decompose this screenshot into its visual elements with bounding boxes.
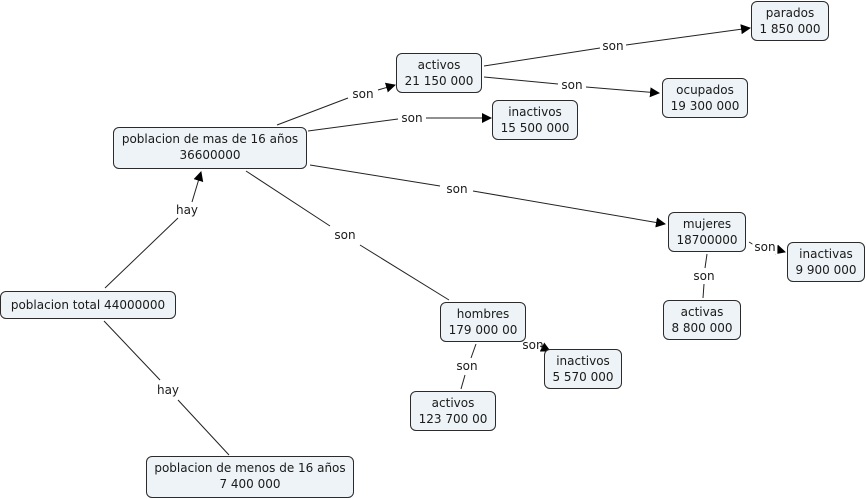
node-inactivos-hombres[interactable]: inactivos 5 570 000: [544, 349, 622, 389]
node-label: activos: [431, 396, 475, 410]
node-label: mujeres: [682, 217, 732, 231]
node-activas[interactable]: activas 8 800 000: [663, 300, 741, 340]
connector-mas16-to-activos-b: [377, 82, 396, 93]
connector-mas16-to-activos-a: [276, 97, 349, 126]
link-label-son: son: [444, 182, 470, 196]
connector-activos-to-ocupados-b: [585, 86, 660, 98]
connector-mujeres-to-activas-b: [702, 283, 705, 299]
node-value: 8 800 000: [671, 321, 733, 335]
link-label-son: son: [600, 39, 626, 53]
node-value: 5 570 000: [552, 370, 614, 384]
node-label: poblacion total 44000000: [10, 298, 166, 312]
node-poblacion-mas-16[interactable]: poblacion de mas de 16 años 36600000: [113, 127, 307, 169]
node-value: 21 150 000: [404, 74, 474, 88]
node-label: poblacion de mas de 16 años: [121, 132, 299, 146]
node-label: activos: [417, 58, 461, 72]
connector-mas16-to-hombres-b: [359, 244, 450, 301]
node-poblacion-total[interactable]: poblacion total 44000000: [0, 291, 176, 319]
link-label-son: son: [752, 240, 778, 254]
connector-total-to-menos16-b: [177, 399, 230, 456]
connector-mas16-to-mujeres-a: [309, 164, 441, 187]
node-value: 123 700 00: [418, 412, 488, 426]
connector-mas16-to-inactivos-a: [307, 118, 399, 132]
node-value: 18700000: [676, 233, 738, 247]
node-poblacion-menos-16[interactable]: poblacion de menos de 16 años 7 400 000: [146, 456, 354, 498]
node-value: 179 000 00: [448, 323, 518, 337]
node-mujeres[interactable]: mujeres 18700000: [668, 212, 746, 252]
node-hombres[interactable]: hombres 179 000 00: [440, 302, 526, 342]
connector-hombres-to-activos-b: [460, 374, 466, 390]
node-label: poblacion de menos de 16 años: [154, 461, 346, 475]
node-activos[interactable]: activos 21 150 000: [396, 53, 482, 93]
link-label-son: son: [691, 269, 717, 283]
node-label: inactivos: [508, 105, 562, 119]
connector-activos-to-ocupados-a: [483, 76, 559, 85]
connector-mas16-to-mujeres-b: [472, 190, 666, 228]
link-label-son: son: [350, 87, 376, 101]
node-value: 1 850 000: [759, 22, 821, 36]
connector-total-to-menos16-a: [103, 320, 161, 381]
connector-hombres-to-activos-a: [470, 343, 477, 359]
node-ocupados[interactable]: ocupados 19 300 000: [662, 78, 748, 118]
connector-total-to-mas16-a: [104, 217, 179, 289]
node-value: 36600000: [179, 148, 241, 162]
node-value: 19 300 000: [670, 99, 740, 113]
node-value: 15 500 000: [500, 121, 570, 135]
connector-activos-to-parados-a: [483, 47, 601, 67]
node-value: 9 900 000: [795, 263, 857, 277]
node-inactivos[interactable]: inactivos 15 500 000: [492, 100, 578, 140]
connector-mas16-to-hombres-a: [245, 170, 331, 227]
link-label-son: son: [399, 111, 425, 125]
node-label: inactivos: [556, 354, 610, 368]
link-label-son: son: [559, 78, 585, 92]
node-label: hombres: [456, 307, 510, 321]
connector-activos-to-parados-b: [625, 24, 751, 46]
node-label: inactivas: [799, 247, 853, 261]
node-label: ocupados: [676, 83, 734, 97]
node-activos-hombres[interactable]: activos 123 700 00: [410, 391, 496, 431]
node-parados[interactable]: parados 1 850 000: [751, 1, 829, 41]
link-label-hay: hay: [173, 203, 201, 217]
node-value: 7 400 000: [219, 477, 281, 491]
link-label-hay: hay: [154, 383, 182, 397]
node-label: activas: [680, 305, 724, 319]
link-label-son: son: [522, 338, 544, 352]
node-label: parados: [765, 6, 815, 20]
link-label-son: son: [454, 359, 480, 373]
node-inactivas[interactable]: inactivas 9 900 000: [787, 242, 865, 282]
connector-total-to-mas16-b: [191, 171, 204, 203]
connector-mujeres-to-activas-a: [704, 253, 708, 269]
link-label-son: son: [332, 228, 358, 242]
